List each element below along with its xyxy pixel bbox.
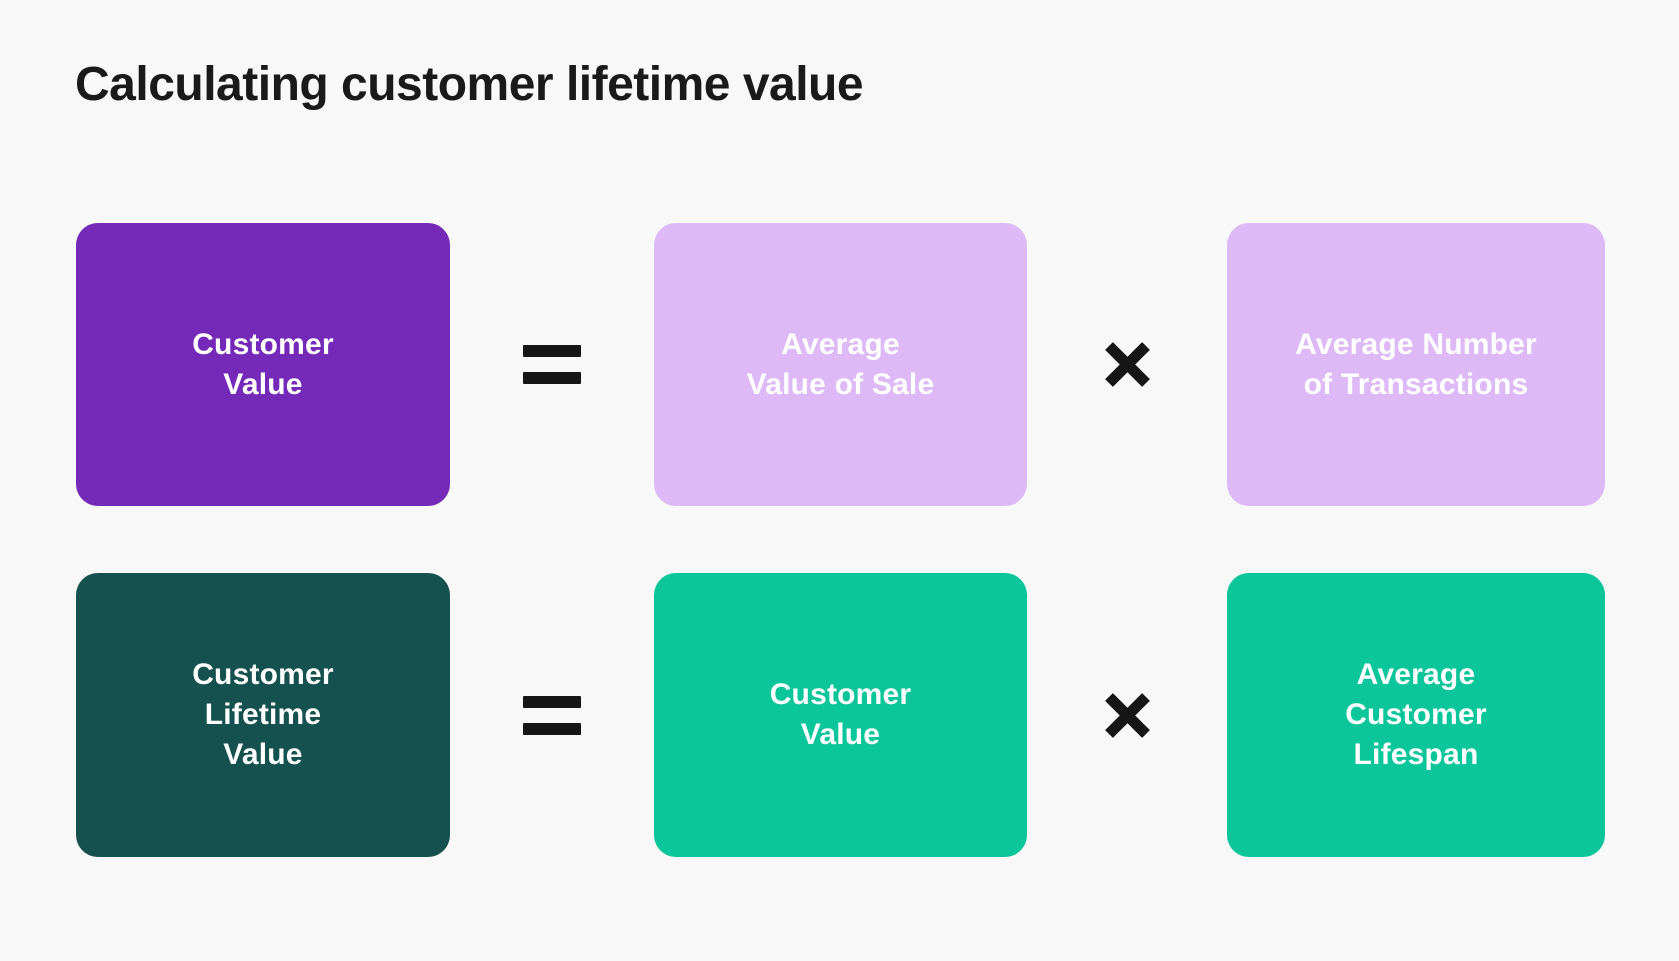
times-operator-row2 xyxy=(1027,573,1227,857)
formula-grid: Customer Value Average Value of Sale Ave… xyxy=(76,223,1605,857)
equals-bar-top xyxy=(523,695,581,708)
box-average-customer-lifespan: Average Customer Lifespan xyxy=(1227,573,1605,857)
multiply-icon xyxy=(1100,337,1155,392)
box-average-customer-lifespan-label: Average Customer Lifespan xyxy=(1345,658,1487,771)
equals-icon xyxy=(523,345,581,384)
equals-bar-bottom xyxy=(523,372,581,384)
equals-operator-row1 xyxy=(450,223,654,506)
box-customer-value-row2: Customer Value xyxy=(654,573,1027,857)
page-title: Calculating customer lifetime value xyxy=(75,58,864,111)
box-customer-value-row2-label: Customer Value xyxy=(769,678,912,751)
box-average-value-of-sale: Average Value of Sale xyxy=(654,223,1027,506)
box-customer-value: Customer Value xyxy=(76,223,450,506)
box-average-number-of-transactions-label: Average Number of Transactions xyxy=(1295,327,1537,401)
box-customer-value-label: Customer Value xyxy=(192,327,334,401)
equals-icon xyxy=(523,695,581,735)
multiply-icon xyxy=(1100,688,1155,743)
equals-bar-top xyxy=(523,345,581,357)
box-customer-lifetime-value-label: Customer Lifetime Value xyxy=(192,658,334,771)
box-average-number-of-transactions: Average Number of Transactions xyxy=(1227,223,1605,506)
box-average-value-of-sale-label: Average Value of Sale xyxy=(746,327,935,401)
box-customer-lifetime-value: Customer Lifetime Value xyxy=(76,573,450,857)
equals-operator-row2 xyxy=(450,573,654,857)
equals-bar-bottom xyxy=(523,722,581,735)
times-operator-row1 xyxy=(1027,223,1227,506)
